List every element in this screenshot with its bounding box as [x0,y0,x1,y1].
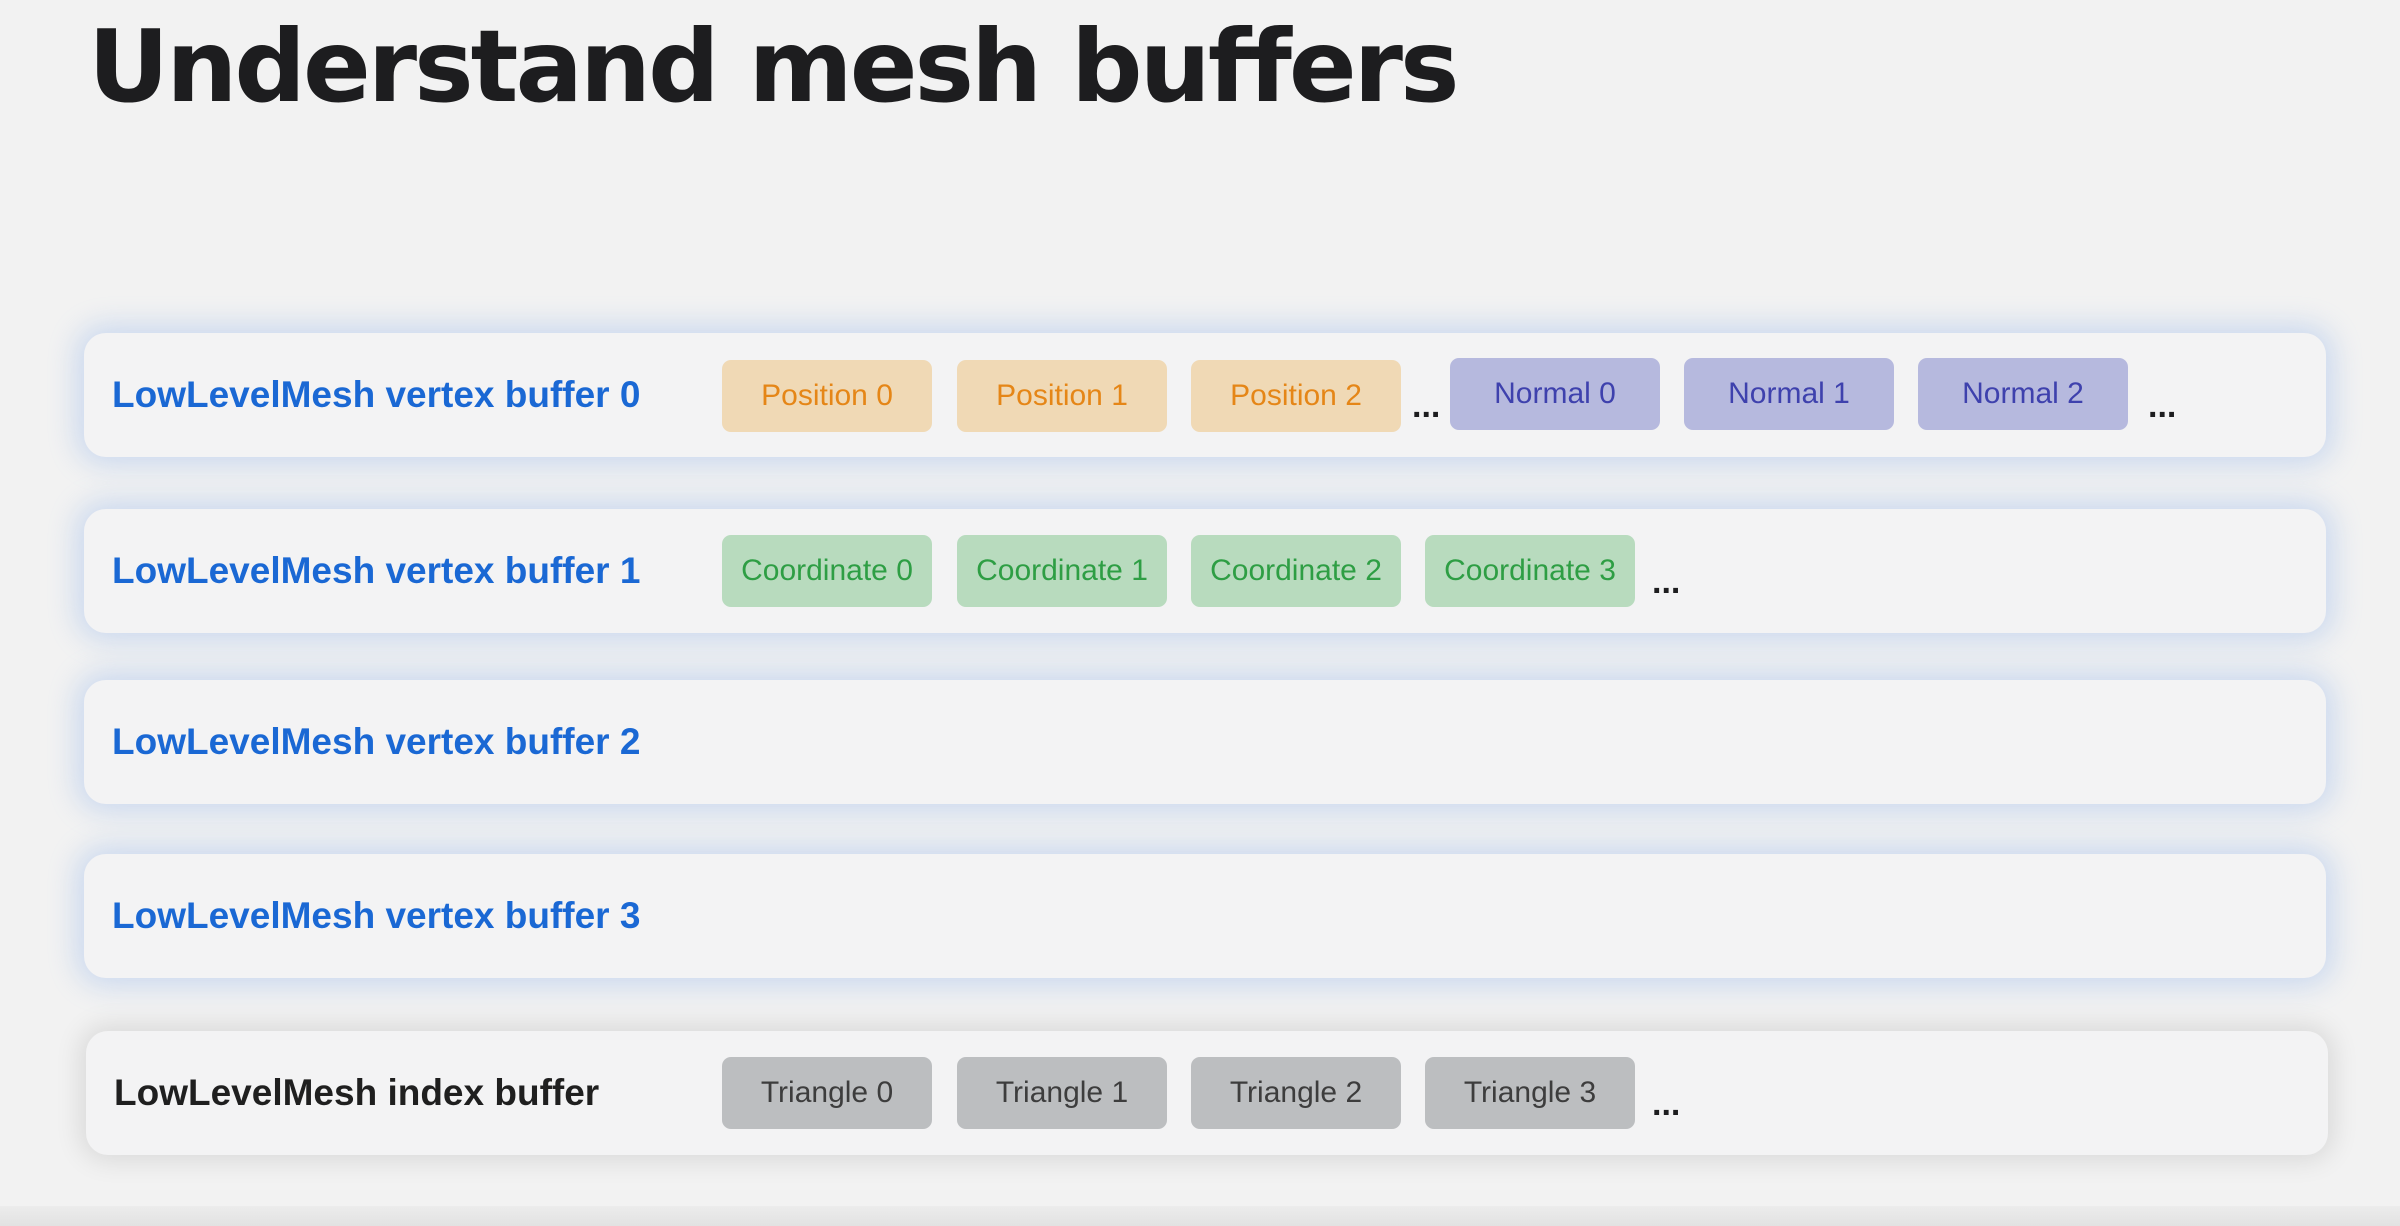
position-0-chip: Position 0 [722,360,932,432]
triangle-2-chip: Triangle 2 [1191,1057,1401,1129]
vertex-buffer-3-row: LowLevelMesh vertex buffer 3 [84,854,2326,978]
index-buffer-row: LowLevelMesh index buffer Triangle 0 Tri… [86,1031,2328,1155]
vertex-buffer-3-label: LowLevelMesh vertex buffer 3 [112,895,641,936]
slide-title: Understand mesh buffers [88,8,1459,125]
bottom-edge [0,1206,2400,1226]
vertex-buffer-0-row: LowLevelMesh vertex buffer 0 Position 0 … [84,333,2326,457]
position-ellipsis: ... [1412,387,1441,425]
normal-1-chip: Normal 1 [1684,358,1894,430]
coordinate-0-chip: Coordinate 0 [722,535,932,607]
normal-ellipsis: ... [2148,387,2177,425]
triangle-3-chip: Triangle 3 [1425,1057,1635,1129]
coordinate-3-chip: Coordinate 3 [1425,535,1635,607]
coordinate-2-chip: Coordinate 2 [1191,535,1401,607]
index-buffer-label: LowLevelMesh index buffer [114,1072,600,1113]
coordinate-ellipsis: ... [1652,563,1681,601]
normal-0-chip: Normal 0 [1450,358,1660,430]
position-1-chip: Position 1 [957,360,1167,432]
position-2-chip: Position 2 [1191,360,1401,432]
triangle-0-chip: Triangle 0 [722,1057,932,1129]
coordinate-1-chip: Coordinate 1 [957,535,1167,607]
vertex-buffer-2-label: LowLevelMesh vertex buffer 2 [112,721,641,762]
vertex-buffer-0-label: LowLevelMesh vertex buffer 0 [112,374,641,415]
vertex-buffer-1-label: LowLevelMesh vertex buffer 1 [112,550,641,591]
triangle-1-chip: Triangle 1 [957,1057,1167,1129]
vertex-buffer-1-row: LowLevelMesh vertex buffer 1 Coordinate … [84,509,2326,633]
vertex-buffer-2-row: LowLevelMesh vertex buffer 2 [84,680,2326,804]
triangle-ellipsis: ... [1652,1085,1681,1123]
normal-2-chip: Normal 2 [1918,358,2128,430]
